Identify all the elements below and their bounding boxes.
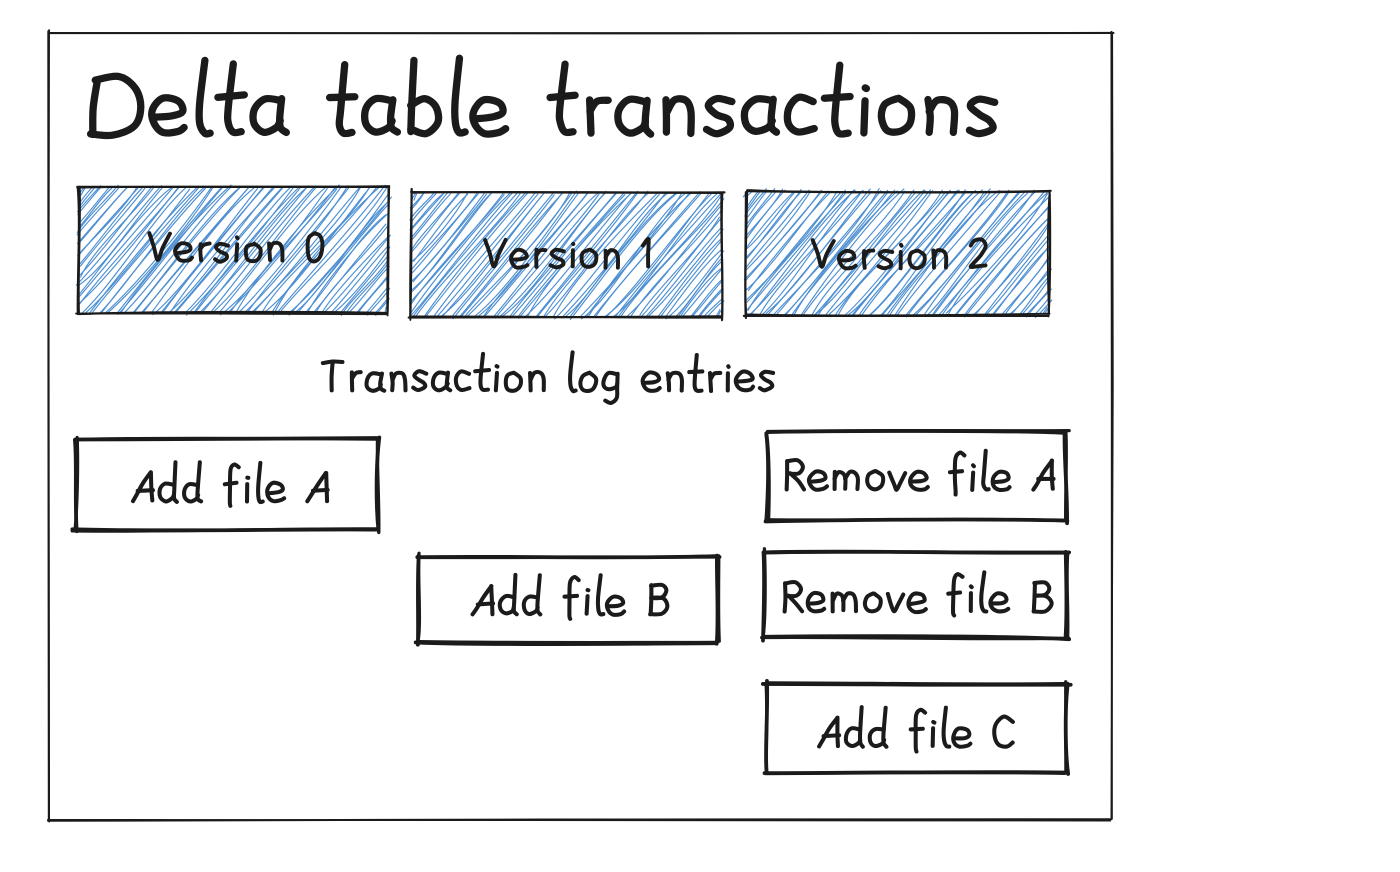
version-1-box[interactable] <box>407 187 726 322</box>
log-entries-caption: Transaction log entries <box>311 342 785 416</box>
version-2-label: Version 2 <box>801 221 998 293</box>
add-file-b-box[interactable] <box>413 551 722 647</box>
version-1-label: Version 1 <box>473 220 664 292</box>
add-file-a-label: Add file A <box>121 453 340 527</box>
version-0-box[interactable] <box>75 184 392 317</box>
remove-file-a-box[interactable] <box>763 428 1071 526</box>
version-2-box[interactable] <box>742 188 1053 319</box>
remove-file-b-box[interactable] <box>760 547 1072 643</box>
add-file-c-label: Add file C <box>807 698 1024 772</box>
remove-file-b-label: Remove file B <box>770 563 1063 637</box>
add-file-c-box[interactable] <box>760 678 1073 776</box>
diagram-title: Delta table transactions <box>77 50 1008 173</box>
add-file-a-box[interactable] <box>70 435 382 535</box>
remove-file-a-label: Remove file A <box>772 441 1066 515</box>
version-0-label: Version 0 <box>137 214 335 286</box>
add-file-b-label: Add file B <box>461 566 679 640</box>
diagram-frame[interactable] <box>46 29 1115 823</box>
